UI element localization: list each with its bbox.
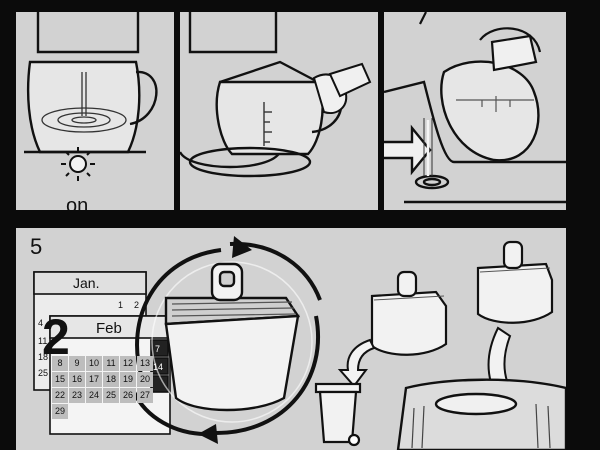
- calendar-day: 10: [86, 356, 102, 371]
- calendar-day: 13: [137, 356, 153, 371]
- coffee-maker-brewing-illustration: [24, 12, 158, 181]
- calendar-day: 11: [103, 356, 119, 371]
- calendar-day: 25: [103, 388, 119, 403]
- calendar-day: 27: [137, 388, 153, 403]
- calendar-day: 20: [137, 372, 153, 387]
- calendar-side-number: 4: [38, 318, 44, 328]
- calendar-day: 22: [52, 388, 68, 403]
- calendar-day: 15: [52, 372, 68, 387]
- calendar-day: 19: [120, 372, 136, 387]
- calendar-feb-day: 7: [155, 344, 161, 354]
- panel-brew-on: on: [16, 12, 174, 210]
- calendar-day: 29: [52, 404, 68, 419]
- step-number: 5: [30, 234, 43, 259]
- panel-remove-carafe: [180, 12, 378, 210]
- calendar-day: 23: [69, 388, 85, 403]
- panel-pour-sink: [384, 12, 566, 210]
- calendar-day: 12: [120, 356, 136, 371]
- calendar-day: 24: [86, 388, 102, 403]
- power-on-label: on: [66, 195, 89, 210]
- carafe-removal-illustration: [180, 12, 372, 178]
- calendar-month-january: Jan.: [73, 275, 100, 291]
- filter-interval-number: 2: [42, 309, 70, 365]
- calendar-side-number: 25: [38, 368, 49, 378]
- calendar-side-number: 18: [38, 352, 49, 362]
- pour-into-sink-illustration: [384, 12, 566, 204]
- calendar-day: 18: [103, 372, 119, 387]
- calendar-day: 17: [86, 372, 102, 387]
- calendar-jan-day: 1: [118, 300, 124, 310]
- calendar-day-grid: 8 9 10 11 12 13 15 16 17 18 19 20 22 23 …: [52, 356, 153, 419]
- calendar-day: 16: [69, 372, 85, 387]
- calendar-jan-day: 2: [134, 300, 140, 310]
- panel-step-5-filter-change: 5: [16, 228, 566, 450]
- calendar-side-number: 11: [38, 336, 48, 346]
- calendar-day: 26: [120, 388, 136, 403]
- calendar-month-february: Feb: [96, 320, 122, 337]
- calendar-feb-day: 14: [153, 362, 164, 372]
- calendar-day: 8: [52, 356, 68, 371]
- calendar-day: 9: [69, 356, 85, 371]
